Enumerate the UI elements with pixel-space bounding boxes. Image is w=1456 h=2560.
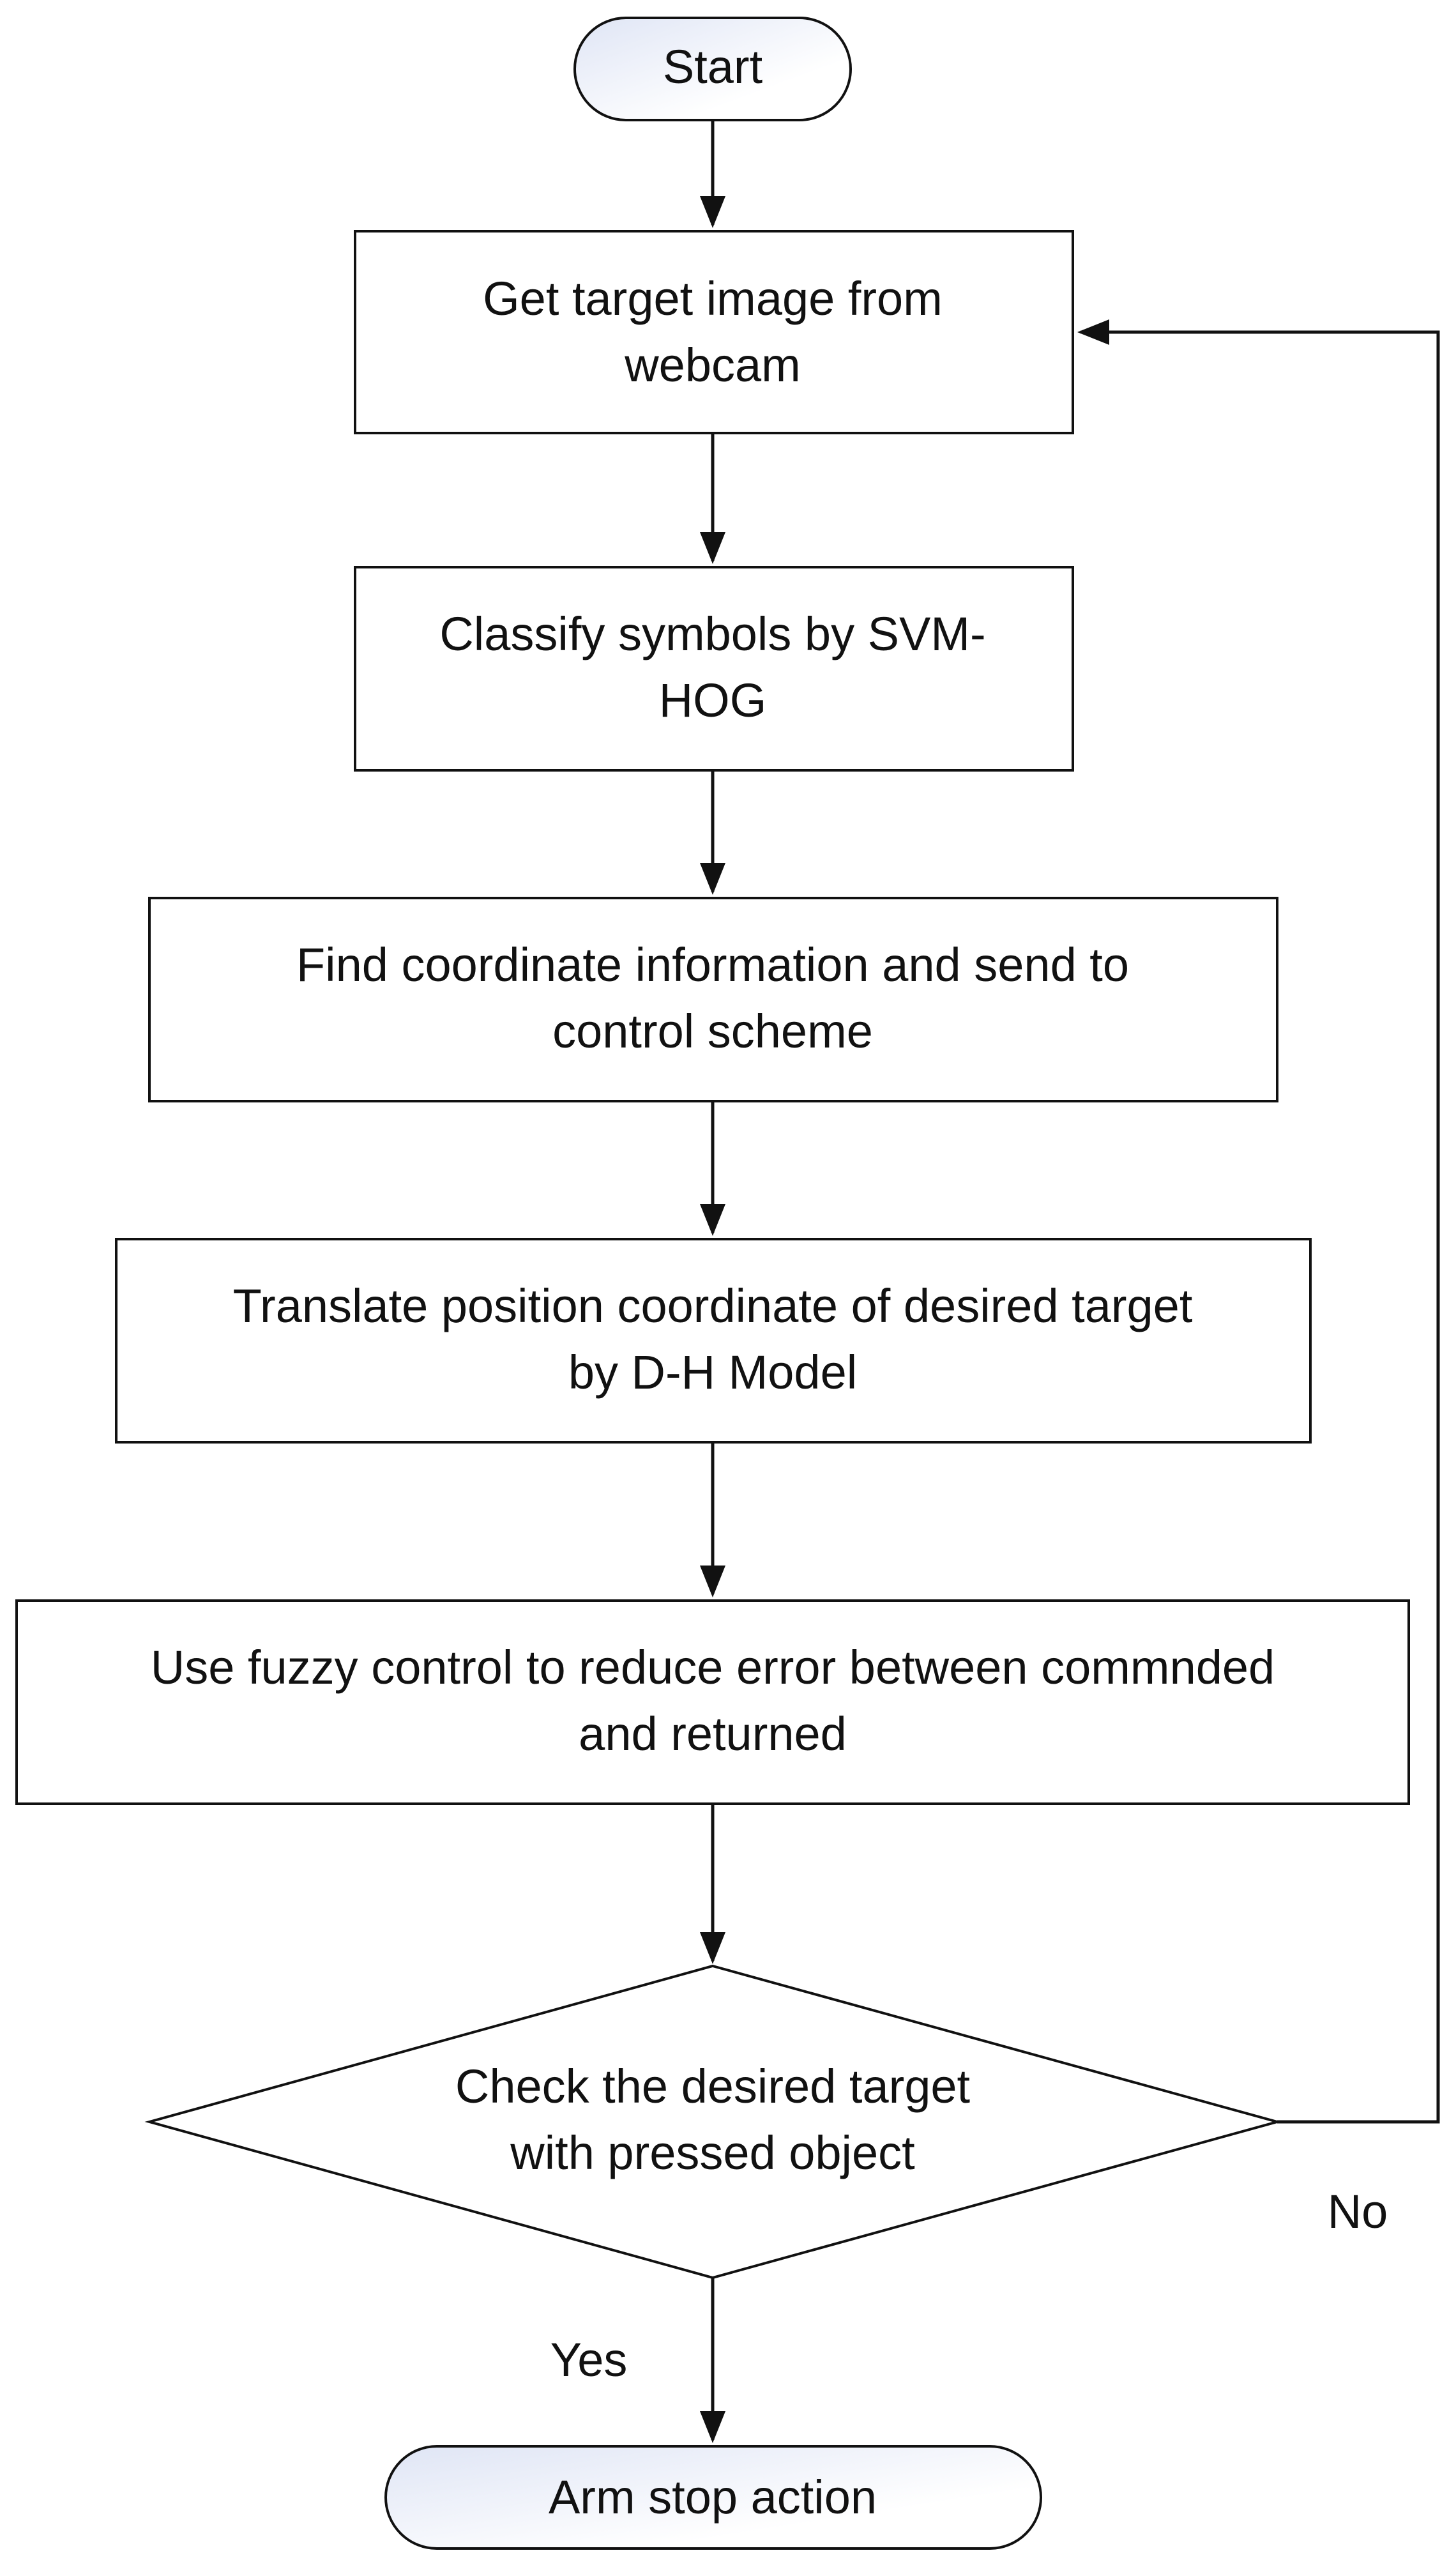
stop-label: Arm stop action bbox=[549, 2471, 877, 2524]
arrow-no-loop-back bbox=[1077, 319, 1440, 2124]
classify-label-line2: HOG bbox=[659, 674, 767, 727]
stop-node: Arm stop action bbox=[384, 2445, 1042, 2550]
find-coord-node: Find coordinate information and send to … bbox=[148, 897, 1278, 1102]
start-node: Start bbox=[573, 17, 852, 121]
translate-label-line1: Translate position coordinate of desired… bbox=[233, 1279, 1193, 1332]
get-image-node: Get target image from webcam bbox=[354, 230, 1074, 434]
check-label-line2: with pressed object bbox=[510, 2126, 915, 2179]
check-decision-node: Check the desired target with pressed ob… bbox=[144, 1964, 1282, 2280]
find-coord-label-line2: control scheme bbox=[552, 1005, 873, 1058]
get-image-label-line2: webcam bbox=[624, 339, 801, 392]
translate-node: Translate position coordinate of desired… bbox=[115, 1238, 1312, 1444]
fuzzy-label-line2: and returned bbox=[579, 1707, 847, 1760]
find-coord-label-line1: Find coordinate information and send to bbox=[296, 938, 1129, 991]
start-label: Start bbox=[663, 40, 763, 93]
classify-node: Classify symbols by SVM- HOG bbox=[354, 566, 1074, 772]
translate-label-line2: by D-H Model bbox=[568, 1346, 857, 1399]
fuzzy-label-line1: Use fuzzy control to reduce error betwee… bbox=[151, 1641, 1275, 1694]
classify-label-line1: Classify symbols by SVM- bbox=[439, 607, 985, 660]
check-label-line1: Check the desired target bbox=[455, 2060, 971, 2113]
get-image-label-line1: Get target image from bbox=[483, 272, 943, 325]
edge-label-no: No bbox=[1328, 2185, 1388, 2238]
fuzzy-node: Use fuzzy control to reduce error betwee… bbox=[15, 1599, 1410, 1805]
edge-label-yes: Yes bbox=[550, 2333, 628, 2386]
